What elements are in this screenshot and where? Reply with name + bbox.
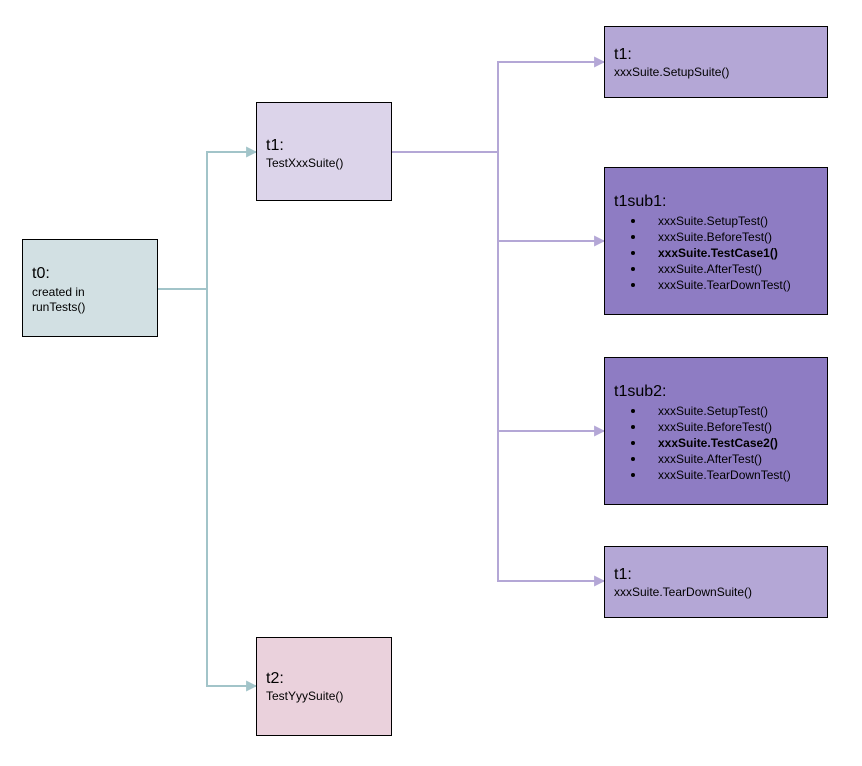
- connector-t1-to-teardown: [497, 431, 606, 587]
- node-t1-suite-title: t1:: [266, 137, 284, 154]
- node-t2-suite-subtitle: TestYyySuite(): [266, 689, 344, 703]
- node-t2-suite-title: t2:: [266, 670, 284, 687]
- node-t1sub1-steps: xxxSuite.SetupTest() xxxSuite.BeforeTest…: [614, 213, 827, 293]
- list-item: xxxSuite.TestCase2(): [631, 435, 827, 451]
- node-t1-suite: t1: TestXxxSuite(): [256, 102, 392, 201]
- node-t1-teardown-title: t1:: [614, 566, 632, 583]
- node-t1-setup-suite: t1: xxxSuite.SetupSuite(): [604, 26, 828, 98]
- node-t1-teardown-subtitle: xxxSuite.TearDownSuite(): [614, 585, 753, 599]
- list-item: xxxSuite.TearDownTest(): [631, 467, 827, 483]
- node-t1-setup-subtitle: xxxSuite.SetupSuite(): [614, 65, 730, 79]
- node-t1sub2-title: t1sub2:: [614, 383, 667, 400]
- node-t1-setup-title: t1:: [614, 46, 632, 63]
- node-t2-suite: t2: TestYyySuite(): [256, 637, 392, 736]
- list-item: xxxSuite.TestCase1(): [631, 245, 827, 261]
- node-t1sub2: t1sub2: xxxSuite.SetupTest() xxxSuite.Be…: [604, 357, 828, 505]
- node-t1-teardown-suite: t1: xxxSuite.TearDownSuite(): [604, 546, 828, 618]
- list-item: xxxSuite.SetupTest(): [631, 213, 827, 229]
- node-t1sub1-title: t1sub1:: [614, 193, 667, 210]
- list-item: xxxSuite.AfterTest(): [631, 451, 827, 467]
- list-item: xxxSuite.BeforeTest(): [631, 419, 827, 435]
- list-item: xxxSuite.TearDownTest(): [631, 277, 827, 293]
- node-t0: t0: created in runTests(): [22, 239, 158, 337]
- node-t0-title: t0:: [32, 265, 50, 282]
- node-t0-line1: created in: [32, 285, 85, 299]
- list-item: xxxSuite.BeforeTest(): [631, 229, 827, 245]
- connector-t1-to-t1sub2: [497, 241, 606, 437]
- list-item: xxxSuite.SetupTest(): [631, 403, 827, 419]
- list-item: xxxSuite.AfterTest(): [631, 261, 827, 277]
- node-t1sub2-steps: xxxSuite.SetupTest() xxxSuite.BeforeTest…: [614, 403, 827, 483]
- connector-t1-to-setup: [392, 56, 606, 153]
- node-t0-line2: runTests(): [32, 300, 86, 314]
- node-t1-suite-subtitle: TestXxxSuite(): [266, 156, 344, 170]
- connector-t0-to-t1: [158, 146, 258, 290]
- node-t1sub1: t1sub1: xxxSuite.SetupTest() xxxSuite.Be…: [604, 167, 828, 315]
- connector-t1-to-t1sub1: [497, 152, 606, 247]
- connector-t0-to-t2: [206, 289, 258, 692]
